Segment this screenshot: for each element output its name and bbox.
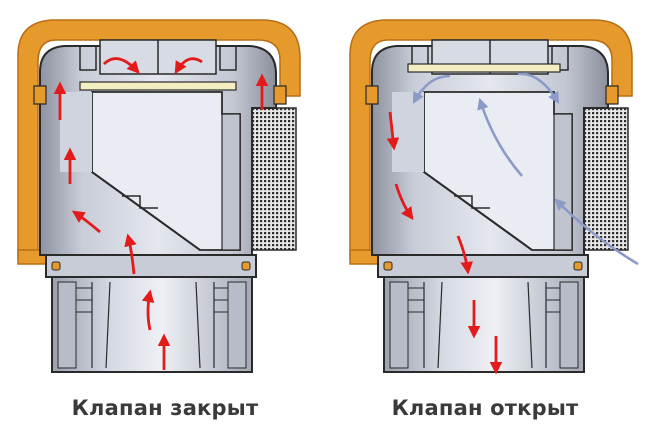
- caption-valve-open: Клапан открыт: [391, 396, 579, 420]
- flow-arrow-red: [53, 57, 269, 370]
- membrane-closed: [79, 81, 237, 91]
- membrane-open: [407, 63, 561, 73]
- caption-valve-closed: Клапан закрыт: [71, 396, 259, 420]
- valve-open-illustration: [349, 19, 639, 375]
- air-arrow-blue: [412, 72, 639, 266]
- flow-arrow-red: [386, 111, 503, 375]
- valve-closed-illustration: [17, 19, 301, 373]
